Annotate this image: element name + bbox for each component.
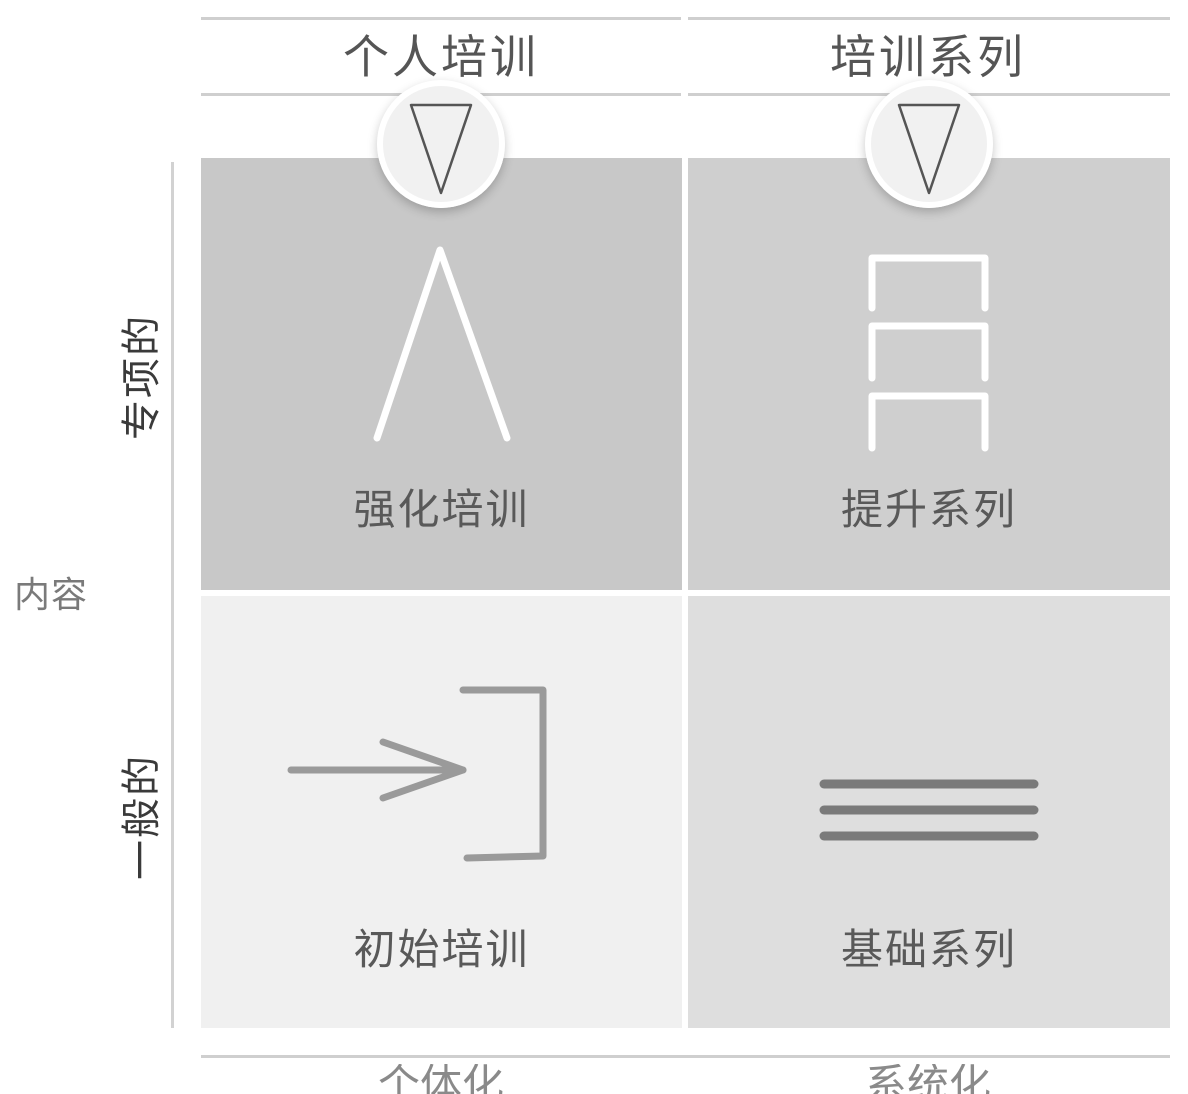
cell-label-basic-series: 基础系列	[840, 925, 1017, 974]
funnel-triangle-icon	[409, 103, 473, 195]
badge-series	[865, 80, 993, 208]
peak-icon	[373, 246, 511, 442]
three-lines-icon	[819, 779, 1039, 841]
y-axis-line	[171, 162, 174, 1028]
column-header-series: 培训系列	[830, 30, 1026, 84]
stacked-steps-icon	[868, 254, 989, 452]
y-axis-label: 内容	[14, 575, 89, 616]
cell-label-advanced-series: 提升系列	[840, 485, 1017, 534]
column-footer-series: 系统化	[864, 1064, 991, 1094]
arrow-into-bracket-icon	[287, 686, 547, 862]
cell-label-initial-training: 初始培训	[353, 925, 530, 974]
cell-label-intensive-training: 强化培训	[353, 485, 530, 534]
column-header-individual: 个人培训	[343, 30, 539, 84]
row-label-specific: 专项的	[119, 314, 165, 440]
cell-basic-series: 基础系列	[688, 596, 1170, 1028]
footer-line	[201, 1055, 1170, 1058]
cell-advanced-series: 提升系列	[688, 158, 1170, 590]
badge-individual	[377, 80, 505, 208]
cell-initial-training: 初始培训	[201, 596, 682, 1028]
funnel-triangle-icon	[897, 103, 961, 195]
row-label-general: 一般的	[119, 754, 165, 880]
cell-intensive-training: 强化培训	[201, 158, 682, 590]
header-top-line-right	[688, 17, 1170, 20]
header-top-line-left	[201, 17, 681, 20]
column-footer-individual: 个体化	[377, 1064, 504, 1094]
